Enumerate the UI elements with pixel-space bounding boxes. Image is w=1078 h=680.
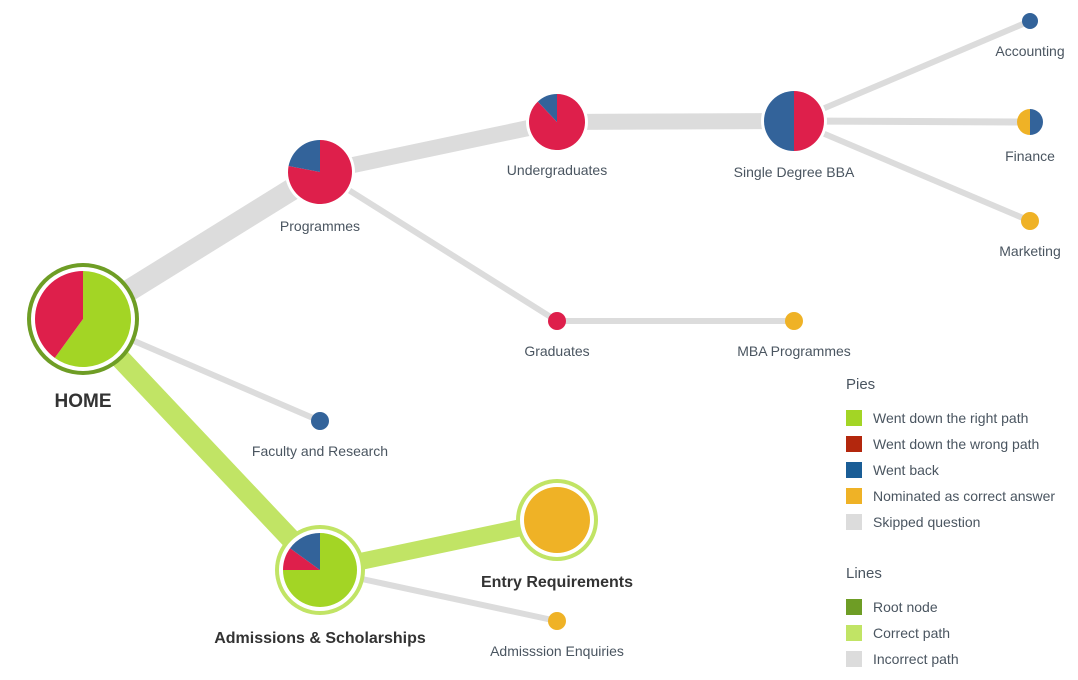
- node-label: Finance: [1005, 148, 1055, 164]
- legend-swatch: [846, 410, 862, 426]
- node-graduates[interactable]: Graduates: [524, 312, 590, 359]
- pie-slice-back: [290, 533, 320, 570]
- pie-slice-nominated: [1017, 109, 1030, 135]
- legend-item-correct-path: Correct path: [846, 620, 959, 646]
- pie-slice-wrong: [283, 548, 320, 570]
- legend-label: Skipped question: [873, 514, 981, 530]
- node-label: Entry Requirements: [481, 574, 633, 591]
- legend-label: Nominated as correct answer: [873, 488, 1056, 504]
- legend-swatch: [846, 462, 862, 478]
- pie-slice-back: [288, 140, 320, 172]
- pie-slice-nominated: [524, 487, 590, 553]
- node-label: Faculty and Research: [252, 443, 388, 459]
- node-admissions[interactable]: Admissions & Scholarships: [214, 525, 426, 647]
- edge-single_degree_bba-marketing: [792, 118, 1032, 224]
- legend-swatch: [846, 436, 862, 452]
- legend-label: Incorrect path: [873, 651, 959, 667]
- node-admission-enquiries[interactable]: Admisssion Enquiries: [490, 612, 624, 659]
- legend-item-nominated: Nominated as correct answer: [846, 483, 1055, 509]
- legend-item-wrong-path: Went down the wrong path: [846, 431, 1055, 457]
- legend-swatch: [846, 599, 862, 615]
- legend-item-root-node: Root node: [846, 594, 959, 620]
- edge-undergraduates-single_degree_bba: [556, 113, 795, 130]
- legend-swatch: [846, 651, 862, 667]
- legend-item-right-path: Went down the right path: [846, 405, 1055, 431]
- pie-slice-back: [537, 94, 557, 122]
- node-undergraduates[interactable]: Undergraduates: [507, 91, 607, 178]
- pie-slice-wrong: [548, 312, 566, 330]
- node-label: Accounting: [995, 43, 1064, 59]
- node-finance[interactable]: Finance: [1005, 109, 1055, 164]
- pie-slice-nominated: [548, 612, 566, 630]
- pie-slice-back: [311, 412, 329, 430]
- node-label: Graduates: [524, 343, 589, 359]
- edge-home-admissions: [75, 312, 328, 577]
- legend-label: Root node: [873, 599, 938, 615]
- pie-slice-nominated: [785, 312, 803, 330]
- legend-pies-title: Pies: [846, 376, 876, 393]
- pie-slice-wrong: [34, 271, 83, 358]
- legend-swatch: [846, 625, 862, 641]
- node-accounting[interactable]: Accounting: [995, 13, 1065, 59]
- node-label: Marketing: [999, 243, 1060, 259]
- node-home[interactable]: HOME: [27, 263, 139, 412]
- pie-slice-back: [1030, 109, 1043, 135]
- node-label: MBA Programmes: [737, 343, 851, 359]
- legend-item-went-back: Went back: [846, 457, 1055, 483]
- pie-slice-nominated: [1021, 212, 1039, 230]
- legend-pies: Pies Went down the right path Went down …: [846, 376, 1055, 535]
- edge-programmes-graduates: [318, 169, 559, 324]
- edge-single_degree_bba-accounting: [792, 18, 1032, 124]
- legend-label: Went down the wrong path: [873, 436, 1040, 452]
- edge-single_degree_bba-finance: [793, 117, 1031, 126]
- node-label: Admisssion Enquiries: [490, 643, 624, 659]
- node-label: HOME: [55, 391, 112, 412]
- legend-item-skipped: Skipped question: [846, 509, 1055, 535]
- pie-slice-back: [764, 91, 794, 151]
- node-entry-requirements[interactable]: Entry Requirements: [481, 479, 633, 591]
- node-label: Undergraduates: [507, 162, 607, 178]
- node-programmes[interactable]: Programmes: [280, 137, 360, 234]
- legend-item-incorrect-path: Incorrect path: [846, 646, 959, 672]
- legend-lines-title: Lines: [846, 565, 882, 582]
- node-faculty-research[interactable]: Faculty and Research: [252, 412, 388, 459]
- node-marketing[interactable]: Marketing: [999, 212, 1061, 259]
- legend-label: Went down the right path: [873, 410, 1029, 426]
- node-label: Single Degree BBA: [734, 164, 855, 180]
- node-label: Admissions & Scholarships: [214, 630, 426, 647]
- legend-swatch: [846, 514, 862, 530]
- legend-swatch: [846, 488, 862, 504]
- node-mba-programmes[interactable]: MBA Programmes: [737, 312, 851, 359]
- node-single-degree-bba[interactable]: Single Degree BBA: [734, 88, 855, 180]
- pie-slice-right: [54, 271, 131, 367]
- pie-slice-back: [1022, 13, 1038, 29]
- legend-label: Correct path: [873, 625, 951, 641]
- pie-slice-wrong: [794, 91, 824, 151]
- legend-lines: Lines Root node Correct path Incorrect p…: [846, 565, 959, 672]
- edge-programmes-undergraduates: [318, 114, 559, 180]
- legend-label: Went back: [873, 462, 939, 478]
- node-label: Programmes: [280, 218, 360, 234]
